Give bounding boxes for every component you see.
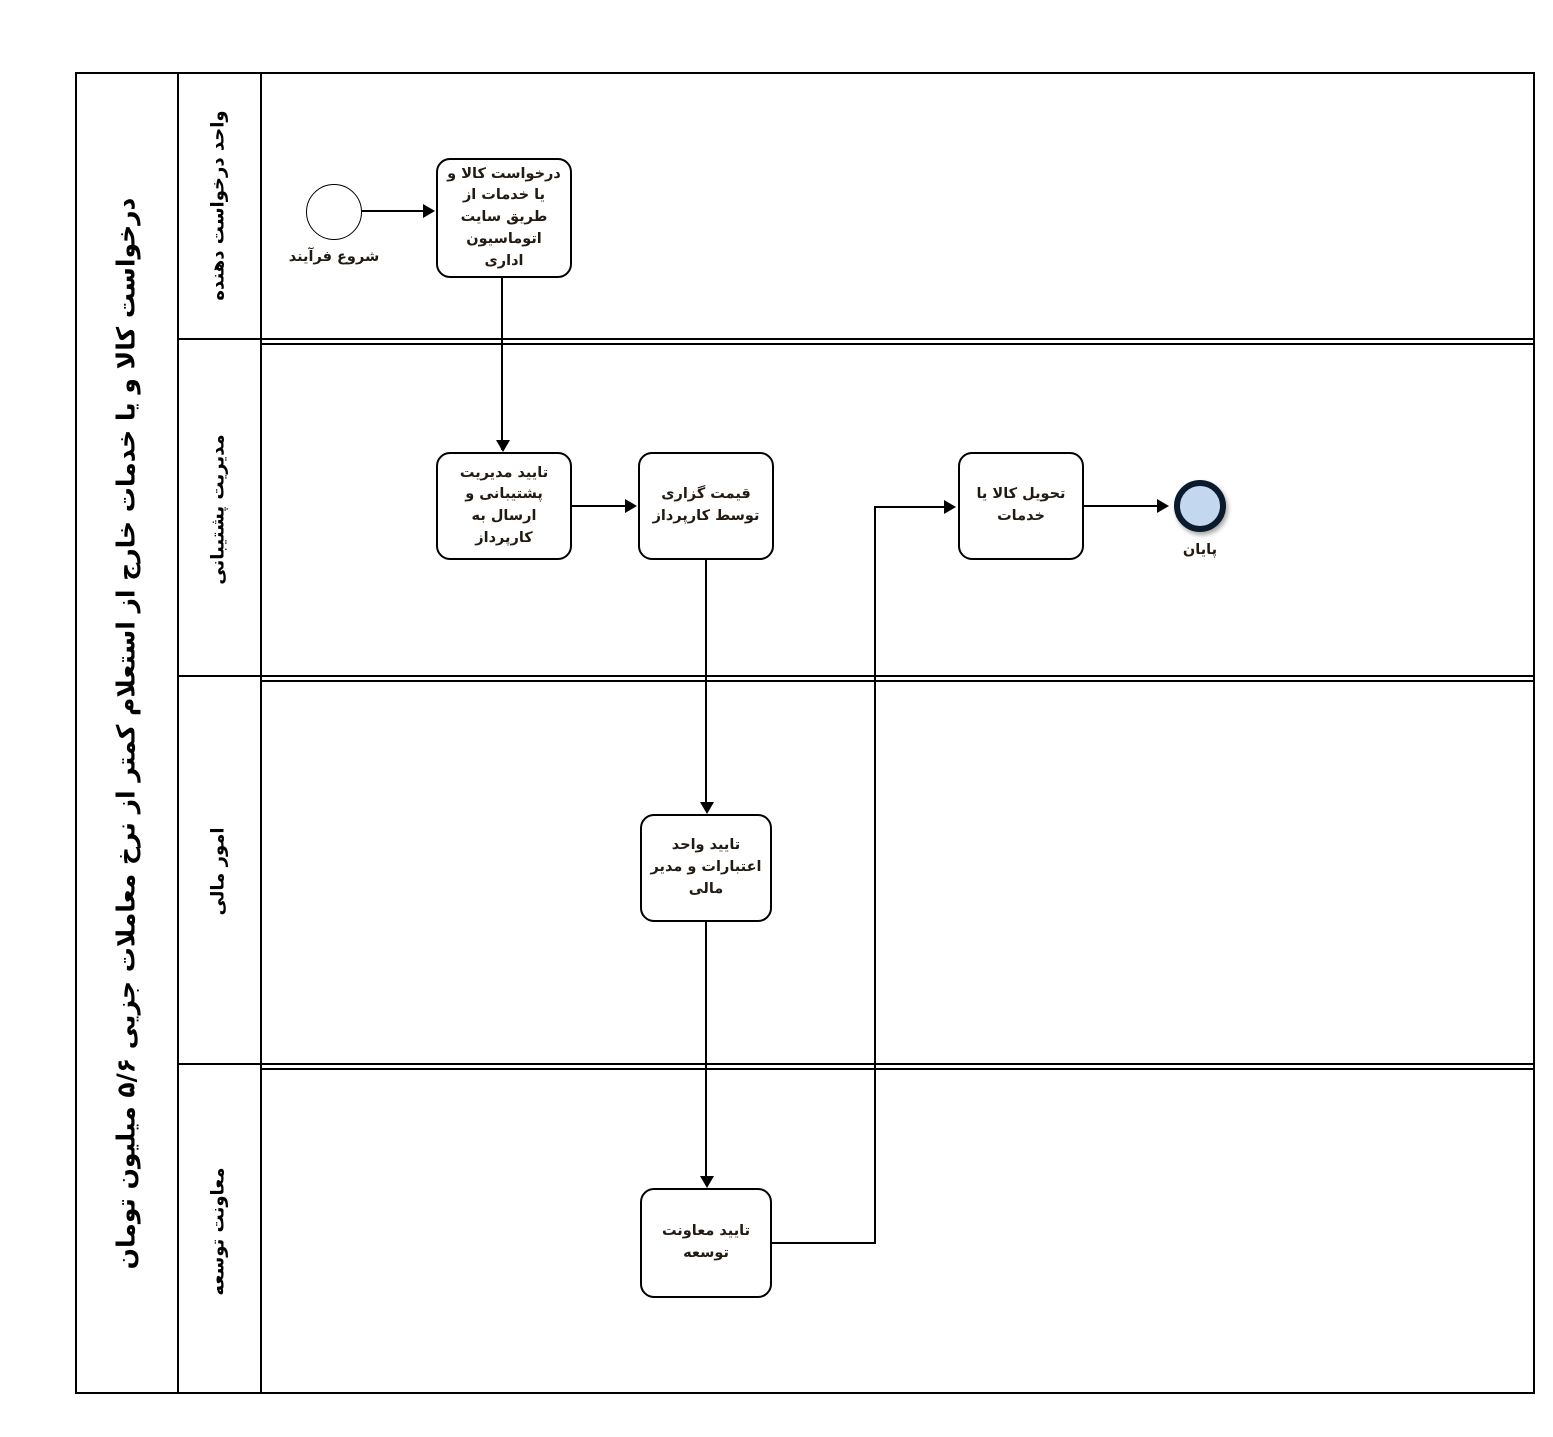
lane-label-deputy-text: معاونت توسعه	[208, 1166, 229, 1296]
end-event-label: پایان	[1182, 542, 1218, 558]
arrowhead-delivery-to-end	[1157, 499, 1169, 513]
lane-label-requester-text: واحد درخواست دهنده	[207, 109, 229, 301]
task-request[interactable]: درخواست کالا و یا خدمات از طریق سایت اتو…	[436, 158, 572, 278]
lane-label-divider	[260, 72, 262, 1394]
connector-finance-to-deputy	[705, 922, 708, 1184]
connector-start-to-request	[362, 210, 424, 213]
arrowhead-support-to-pricing	[625, 499, 637, 513]
end-event[interactable]	[1174, 480, 1226, 532]
arrowhead-start-to-request	[423, 204, 435, 218]
lane-separator-1-inner	[260, 343, 1535, 345]
lane-label-deputy: معاونت توسعه	[177, 1068, 260, 1394]
task-deputy[interactable]: تایید معاونت توسعه	[640, 1188, 772, 1298]
start-event-label: شروع فرآیند	[288, 249, 380, 265]
lane-separator-3	[177, 1063, 1535, 1065]
lane-separator-3-inner	[260, 1068, 1535, 1070]
pool-title-divider	[177, 72, 179, 1394]
start-event[interactable]	[306, 184, 362, 240]
connector-deputy-to-delivery	[874, 506, 946, 509]
lane-separator-1	[177, 338, 1535, 340]
lane-label-finance: امور مالی	[177, 680, 260, 1063]
connector-deputy-right	[772, 1242, 876, 1245]
connector-pricing-to-finance	[705, 560, 708, 810]
connector-request-to-support	[501, 278, 504, 450]
lane-separator-2	[177, 675, 1535, 677]
task-finance[interactable]: تایید واحد اعتبارات و مدیر مالی	[640, 814, 772, 922]
lane-label-support-text: مدیریت پشتیبانی	[208, 433, 229, 585]
connector-support-to-pricing	[572, 505, 627, 508]
task-delivery[interactable]: تحویل کالا یا خدمات	[958, 452, 1084, 560]
lane-separator-2-inner	[260, 680, 1535, 682]
task-pricing[interactable]: قیمت گزاری توسط کارپرداز	[638, 452, 774, 560]
task-approve-support[interactable]: تایید مدیریت پشتیبانی و ارسال به کارپردا…	[436, 452, 572, 560]
lane-label-support: مدیریت پشتیبانی	[177, 343, 260, 675]
connector-delivery-to-end	[1084, 505, 1160, 508]
arrowhead-pricing-to-finance	[700, 802, 714, 814]
pool-title: درخواست کالا و یا خدمات خارج از استعلام …	[75, 72, 177, 1394]
arrowhead-request-to-support	[496, 440, 510, 452]
lane-label-requester: واحد درخواست دهنده	[177, 72, 260, 338]
pool-frame	[75, 72, 1535, 1394]
arrowhead-finance-to-deputy	[700, 1176, 714, 1188]
connector-deputy-up	[874, 508, 877, 1244]
pool-title-text: درخواست کالا و یا خدمات خارج از استعلام …	[111, 197, 141, 1269]
lane-label-finance-text: امور مالی	[207, 827, 229, 916]
arrowhead-deputy-to-delivery	[944, 500, 956, 514]
